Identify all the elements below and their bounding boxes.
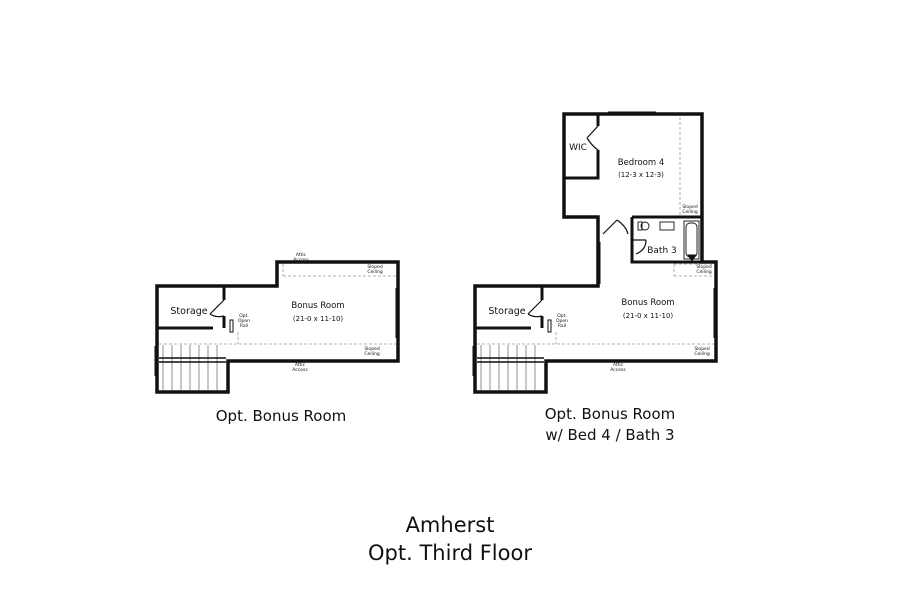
plan-right-attic-bottom-2: Access [610, 367, 626, 373]
plan-left-attic-top-2: Access [293, 257, 309, 263]
plan-right-bed-door [602, 219, 629, 235]
plan-right-bonus-dims: (21-0 x 11-10) [623, 312, 674, 320]
plan-right-attic-bottom-1: Attic [613, 362, 624, 368]
plan-right-bath-fixtures [637, 220, 700, 262]
plan-right-rail-2: Open [556, 318, 568, 324]
plan-right-bath-door [632, 239, 647, 255]
plan-right-dashed-lines [477, 117, 714, 345]
plan-left-caption: Opt. Bonus Room [215, 407, 347, 425]
plan-left-windows [154, 288, 397, 376]
plan-right-rail-1: Opt. [557, 313, 567, 319]
plan-right-sloped-bed-1: Sloped [682, 204, 697, 210]
plan-right-caption-line1: Opt. Bonus Room [544, 405, 676, 423]
plan-left-rail-3: Rail [240, 323, 248, 329]
plan-right-caption: Opt. Bonus Room w/ Bed 4 / Bath 3 [470, 404, 750, 446]
plan-left-attic-top-1: Attic [296, 252, 307, 258]
plan-left-rail-2: Open [238, 318, 250, 324]
plan-right-caption-line2: w/ Bed 4 / Bath 3 [545, 426, 675, 444]
plan-left-dashed-lines [159, 264, 396, 345]
plan-right-sloped-bath-2: Ceiling [696, 269, 712, 275]
plan-left-sloped-top-1: Sloped [367, 264, 382, 270]
plan-right-windows [472, 111, 715, 376]
plan-right-sloped-bath-1: Sloped [696, 264, 711, 270]
plan-left-rail-post [229, 319, 234, 333]
plan-left-sloped-bottom-1: Sloped [364, 346, 379, 352]
plan-right-storage-label: Storage [488, 306, 525, 317]
plan-right-outer-wall [473, 112, 718, 394]
plan-left-outer-wall [155, 260, 400, 394]
plan-left-storage-door [209, 299, 225, 318]
plan-right-rail-post [547, 319, 552, 333]
plan-right-stairs [477, 345, 544, 390]
plan-right-bath-wall [596, 215, 702, 264]
plan-left-bonus-name: Bonus Room [291, 301, 344, 311]
plan-right-bath-label: Bath 3 [647, 246, 677, 256]
plan-left-attic-bottom-2: Access [292, 367, 308, 373]
plan-left-rail-1: Opt. [239, 313, 249, 319]
plan-right-wic-wall [564, 114, 600, 180]
plan-right-sloped-bottom-2: Ceiling [694, 351, 710, 357]
plan-left-sloped-bottom-2: Ceiling [364, 351, 380, 357]
plan-left-attic-bottom-1: Attic [295, 362, 306, 368]
plan-right-bedroom-name: Bedroom 4 [618, 158, 665, 168]
plan-right-sloped-bed-2: Ceiling [682, 209, 698, 215]
plan-right-wic-door [586, 125, 599, 151]
plan-right-bonus-name: Bonus Room [621, 298, 674, 308]
plan-right-rail-3: Rail [558, 323, 566, 329]
plan-right-wic-label: WIC [569, 143, 587, 153]
plan-right-storage-door [527, 299, 543, 318]
plan-right-bedroom-dims: (12-3 x 12-3) [618, 171, 664, 179]
page-title: Amherst Opt. Third Floor [250, 511, 650, 567]
plan-left-bonus-dims: (21-0 x 11-10) [293, 315, 344, 323]
plan-left-stairs [159, 345, 226, 390]
plan-right-sloped-bottom-1: Sloped [694, 346, 709, 352]
page-title-line2: Opt. Third Floor [368, 541, 532, 565]
plan-left-storage-label: Storage [170, 306, 207, 317]
plan-right-storage-wall [475, 286, 544, 330]
plan-left-sloped-top-2: Ceiling [367, 269, 383, 275]
page-title-line1: Amherst [405, 513, 495, 537]
plan-left: Storage Bonus Room (21-0 x 11-10) Attic … [154, 252, 400, 394]
plan-left-storage-wall [157, 286, 226, 330]
plan-right: WIC Bedroom 4 (12-3 x 12-3) Bath 3 Stora… [472, 111, 718, 394]
